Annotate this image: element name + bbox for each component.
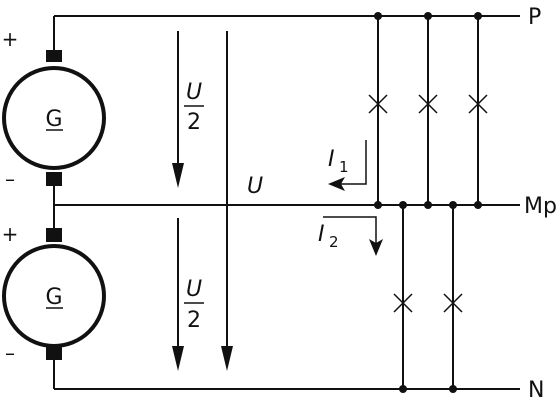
voltage-top-half-numerator: U — [186, 80, 202, 105]
node-p-1 — [374, 12, 382, 20]
g2-body — [2, 244, 106, 348]
node-p-2 — [424, 12, 432, 20]
voltage-arrowhead-top-half — [172, 163, 184, 188]
current-i2-letter: I — [318, 222, 325, 247]
load-upper-3-lamp — [468, 94, 488, 114]
current-i2-arrowhead — [369, 239, 383, 256]
load-lower-2-lamp — [443, 293, 463, 313]
g1-plus-sign: + — [2, 27, 19, 51]
rail-n-label: N — [528, 378, 544, 403]
current-i2-arrow — [323, 216, 377, 244]
current-i2-subscript: 2 — [329, 233, 339, 251]
g1-label: G — [45, 107, 62, 132]
generator-2 — [2, 228, 106, 360]
voltage-top-half-denominator: 2 — [187, 110, 201, 135]
current-i1-arrow — [340, 140, 367, 185]
rail-mp-label: Mp — [524, 194, 557, 219]
g2-terminal-plus — [46, 228, 62, 242]
node-mp-2 — [424, 201, 432, 209]
node-n-2 — [449, 385, 457, 393]
node-p-3 — [474, 12, 482, 20]
node-mp-3 — [474, 201, 482, 209]
g1-terminal-minus — [46, 172, 62, 186]
voltage-bottom-half-numerator: U — [186, 277, 202, 302]
node-mp-1 — [374, 201, 382, 209]
load-upper-2-lamp — [418, 94, 438, 114]
g1-terminal-plus — [46, 50, 62, 62]
current-i1-arrowhead — [328, 177, 345, 191]
g1-body — [2, 66, 106, 170]
voltage-bottom-half-denominator: 2 — [187, 308, 201, 333]
g2-terminal-minus — [46, 347, 62, 360]
current-i1-letter: I — [328, 147, 335, 172]
current-i1-subscript: 1 — [339, 158, 349, 176]
generator-1 — [2, 50, 106, 186]
g1-minus-sign: – — [5, 167, 15, 191]
node-mp-4 — [399, 201, 407, 209]
g2-plus-sign: + — [2, 222, 19, 246]
load-lower-1-lamp — [393, 293, 413, 313]
node-n-1 — [399, 385, 407, 393]
lower-loads — [393, 201, 463, 393]
voltage-arrowhead-bottom-half — [172, 346, 184, 371]
voltage-total-label: U — [247, 174, 263, 199]
load-upper-1-lamp — [368, 94, 388, 114]
upper-loads — [368, 12, 488, 209]
voltage-arrowhead-total — [221, 346, 233, 371]
g2-minus-sign: – — [5, 341, 15, 365]
node-mp-5 — [449, 201, 457, 209]
g2-label: G — [45, 285, 62, 310]
rail-p-label: P — [528, 5, 541, 30]
